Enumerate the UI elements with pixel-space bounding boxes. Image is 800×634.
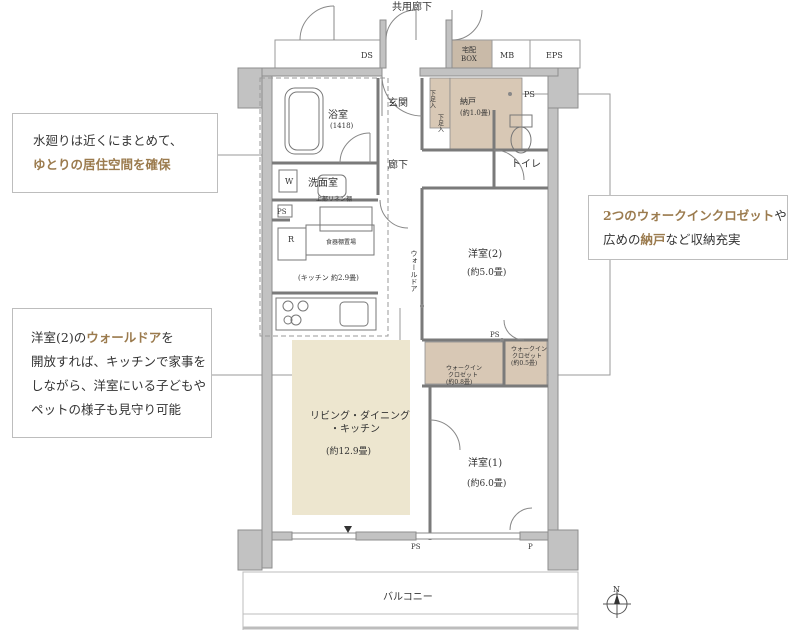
ldk-label-2: ・キッチン: [330, 423, 380, 435]
callout-walldoor-line2: 開放すれば、キッチンで家事を: [31, 354, 207, 369]
wic-small-size-label: (約0.5畳): [511, 359, 537, 367]
bathroom-size-label: (1418): [330, 122, 354, 130]
callout-storage-line2: 広めの納戸など収納充実: [603, 228, 787, 252]
toilet-fixture: [509, 114, 533, 154]
south-windows: [291, 532, 521, 540]
callout-storage-line1-rest: や: [774, 208, 787, 223]
callout-storage-line2-rest: など収納充実: [665, 232, 741, 247]
western2-label: 洋室(2): [468, 247, 502, 260]
wic-small-label-2: クロゼット: [512, 352, 542, 360]
interior-walls: [272, 78, 548, 540]
p-label: P: [528, 543, 533, 551]
balcony-label: バルコニー: [383, 591, 433, 603]
shared-corridor-label: 共用廊下: [392, 0, 432, 13]
kutsuire-label-1: 下足入: [429, 90, 436, 108]
kitchen-label: (キッチン 約2.9畳): [298, 273, 359, 282]
callout-water-line1: 水廻りは近くにまとめて、: [33, 133, 183, 148]
w-label: W: [285, 177, 294, 186]
r-label: R: [288, 235, 295, 244]
balcony: [242, 571, 579, 630]
wic-large-label-2: クロゼット: [448, 371, 478, 379]
callout-storage-line2-pre: 広めの: [603, 232, 641, 247]
bathroom-fixtures: [277, 87, 373, 232]
wall-door-marker: [420, 304, 424, 308]
callout-walldoor-line1-pre: 洋室(2)の: [31, 330, 87, 345]
ps-label-mid: PS: [490, 331, 500, 339]
ps-marker: [500, 338, 504, 342]
callout-storage-wic-highlight: 2つのウォークインクロゼット: [603, 208, 775, 223]
storage-areas: [424, 77, 548, 386]
callout-storage-nando-highlight: 納戸: [640, 232, 666, 247]
callout-walldoor-line1: 洋室(2)のウォールドアを: [31, 326, 211, 350]
takuhai-box-label-2: BOX: [461, 55, 477, 63]
western1-label: 洋室(1): [468, 456, 502, 469]
pantry-label: 食器棚置場: [326, 238, 356, 246]
mb-label: MB: [500, 51, 514, 60]
shared-utilities: [274, 39, 581, 69]
ps-label-bottom: PS: [411, 543, 421, 551]
nando-label: 納戸: [460, 96, 476, 106]
wic-large-size-label: (約0.8畳): [446, 378, 472, 386]
ps-label-wash: PS: [277, 208, 287, 216]
takuhai-box-label: 宅配: [462, 45, 476, 54]
wall-door-label: ウォールドア: [410, 250, 418, 292]
ps-marker: [508, 92, 512, 96]
rouka-label: 廊下: [388, 158, 408, 171]
water-area-outline: [259, 77, 389, 337]
compass: [603, 590, 631, 618]
callout-walldoor-line4: ペットの様子も見守り可能: [31, 402, 182, 417]
wic-small-label-1: ウォークイン: [511, 345, 547, 353]
callout-storage: 2つのウォークインクロゼットや 広めの納戸など収納充実: [588, 195, 788, 260]
bathroom-label: 浴室: [328, 108, 348, 121]
callout-walldoor-line3: しながら、洋室にいる子どもや: [31, 378, 207, 393]
ds-label: DS: [361, 51, 373, 60]
callout-water-line2: ゆとりの居住空間を確保: [33, 157, 171, 172]
room-labels: 共用廊下 DS 宅配 BOX MB EPS PS 納戸 (約1.0畳) 下足入 …: [277, 0, 620, 603]
callout-walldoor-highlight: ウォールドア: [86, 330, 162, 345]
callout-walldoor-line1-rest: を: [161, 330, 174, 345]
nando-size-label: (約1.0畳): [460, 108, 491, 117]
eps-label: EPS: [546, 51, 563, 60]
north-label: N: [613, 585, 620, 594]
genkan-label: 玄関: [388, 96, 408, 109]
wic-large-label-1: ウォークイン: [446, 364, 482, 372]
entry-arrow: [344, 526, 352, 533]
callout-water: 水廻りは近くにまとめて、 ゆとりの居住空間を確保: [12, 113, 218, 193]
western1-size-label: (約6.0畳): [467, 477, 506, 489]
ps-label-top: PS: [524, 90, 535, 99]
callout-walldoor: 洋室(2)のウォールドアを 開放すれば、キッチンで家事を しながら、洋室にいる子…: [12, 308, 212, 438]
kutsuire-label-2: 下足入: [437, 114, 444, 132]
ldk-area: [292, 340, 410, 515]
toilet-label: トイレ: [511, 159, 541, 170]
ldk-label-1: リビング・ダイニング: [310, 409, 410, 422]
ldk-size-label: (約12.9畳): [326, 445, 371, 457]
washroom-label: 洗面室: [308, 176, 338, 189]
outer-walls: [237, 19, 579, 571]
western2-size-label: (約5.0畳): [467, 266, 506, 278]
linen-shelf-label: 上部リネン棚: [316, 195, 352, 203]
callout-storage-line1: 2つのウォークインクロゼットや: [603, 204, 787, 228]
door-swings: [299, 5, 533, 531]
kitchen-fixtures: [275, 224, 377, 331]
